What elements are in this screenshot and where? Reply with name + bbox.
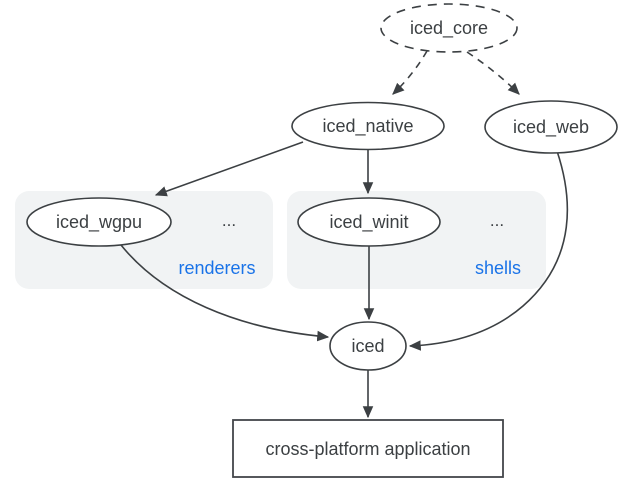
edge-iced_wgpu-to-iced (120, 244, 330, 342)
node-application: cross-platform application (232, 419, 504, 478)
edge-iced_core-to-iced_web (466, 51, 520, 95)
iced_native-shape (291, 101, 445, 151)
iced_core-shape (380, 3, 518, 53)
edge-iced_core-to-iced_native (392, 50, 428, 95)
iced-label: iced (351, 336, 384, 356)
node-iced_native: iced_native (291, 101, 445, 151)
iced_core-label: iced_core (410, 18, 488, 39)
node-iced_core: iced_core (380, 3, 518, 53)
edge-iced_web-to-iced (408, 150, 569, 351)
application-label: cross-platform application (265, 439, 470, 459)
renderers-ellipsis: ... (222, 211, 236, 230)
shells-group-label: shells (475, 258, 521, 278)
iced_native-label: iced_native (322, 116, 413, 137)
iced-shape (329, 321, 407, 371)
edges (120, 50, 569, 419)
shells-ellipsis: ... (490, 211, 504, 230)
iced_web-label: iced_web (513, 117, 589, 138)
iced_winit-label: iced_winit (329, 212, 408, 233)
renderers-group-label: renderers (178, 258, 255, 278)
node-iced_wgpu: iced_wgpu (26, 197, 172, 247)
iced_web-shape (484, 100, 618, 154)
iced_wgpu-label: iced_wgpu (56, 212, 142, 233)
iced_wgpu-shape (26, 197, 172, 247)
node-iced: iced (329, 321, 407, 371)
edge-iced_native-to-iced_wgpu (154, 141, 304, 197)
iced_winit-shape (297, 197, 441, 247)
node-iced_web: iced_web (484, 100, 618, 154)
node-iced_winit: iced_winit (297, 197, 441, 247)
application-shape (232, 419, 504, 478)
